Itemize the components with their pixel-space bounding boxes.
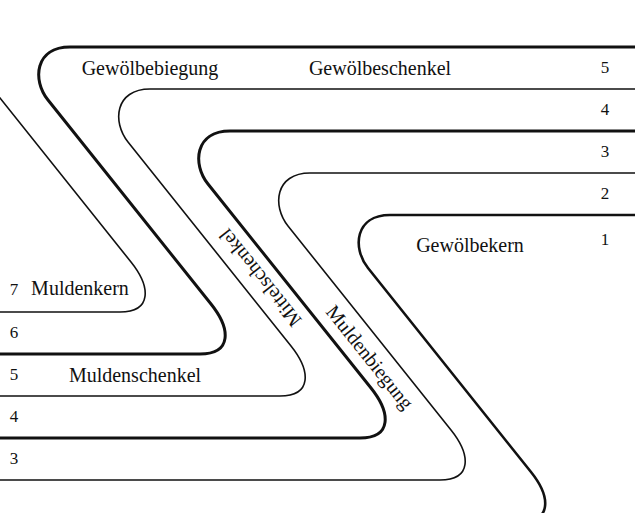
layer-number: 4 — [601, 101, 610, 120]
layer-number: 1 — [601, 231, 610, 250]
layer-boundary — [0, 131, 635, 438]
layer-number: 3 — [10, 450, 19, 469]
structure-label: Gewölbeschenkel — [309, 57, 451, 79]
layer-number: 5 — [601, 59, 610, 78]
layer-number: 5 — [10, 366, 19, 385]
layer-number: 2 — [601, 185, 610, 204]
layer-number: 3 — [601, 143, 610, 162]
layer-number: 7 — [10, 281, 19, 300]
structure-label: Gewölbekern — [416, 234, 524, 256]
layer-boundary — [0, 215, 635, 513]
layer-boundary — [0, 89, 635, 396]
structure-label: Muldenbiegung — [322, 301, 418, 414]
structure-label: Mittelschenkel — [214, 225, 305, 332]
structure-label: Gewölbebiegung — [82, 57, 219, 79]
layer-boundary — [0, 173, 635, 480]
layer-number: 4 — [10, 408, 19, 427]
structure-label: Muldenschenkel — [69, 364, 201, 386]
layer-boundary — [0, 47, 635, 354]
structure-label: Muldenkern — [31, 277, 129, 299]
layer-number: 6 — [10, 324, 19, 343]
layer-boundary — [0, 58, 145, 312]
